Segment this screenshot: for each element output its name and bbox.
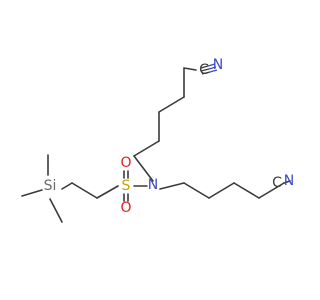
bond [183,67,197,71]
atom-label-n: N [284,173,294,189]
atom-label-c: C [272,175,282,191]
bond [133,140,160,157]
atom-label-si: Si [44,178,57,194]
bond [49,198,63,223]
atom-label-s: S [122,178,131,194]
atom-label-n: N [148,177,158,193]
molecule-structure: C N C N N S O O Si [21,57,295,223]
ethyl-linker [61,182,119,199]
bond [158,96,185,113]
structure-canvas: C N C N N S O O Si [21,57,294,223]
bond [61,182,73,190]
atom-label-o: O [120,200,131,216]
sulfonamide [123,170,148,202]
bond [96,185,119,199]
bond [71,182,98,199]
atom-label-c: C [199,62,209,78]
bond [133,155,154,182]
bond [21,189,43,197]
bond [183,182,210,199]
bond [208,182,235,199]
atom-label-n: N [213,57,223,73]
atom-label-o: O [120,155,131,171]
trimethylsilyl [21,154,63,223]
bond [233,182,260,199]
bond [159,182,185,190]
upper-triple-bond [200,63,218,75]
lower-chain [159,180,291,199]
bond [283,180,291,184]
upper-chain [133,67,197,182]
bond [258,182,285,199]
